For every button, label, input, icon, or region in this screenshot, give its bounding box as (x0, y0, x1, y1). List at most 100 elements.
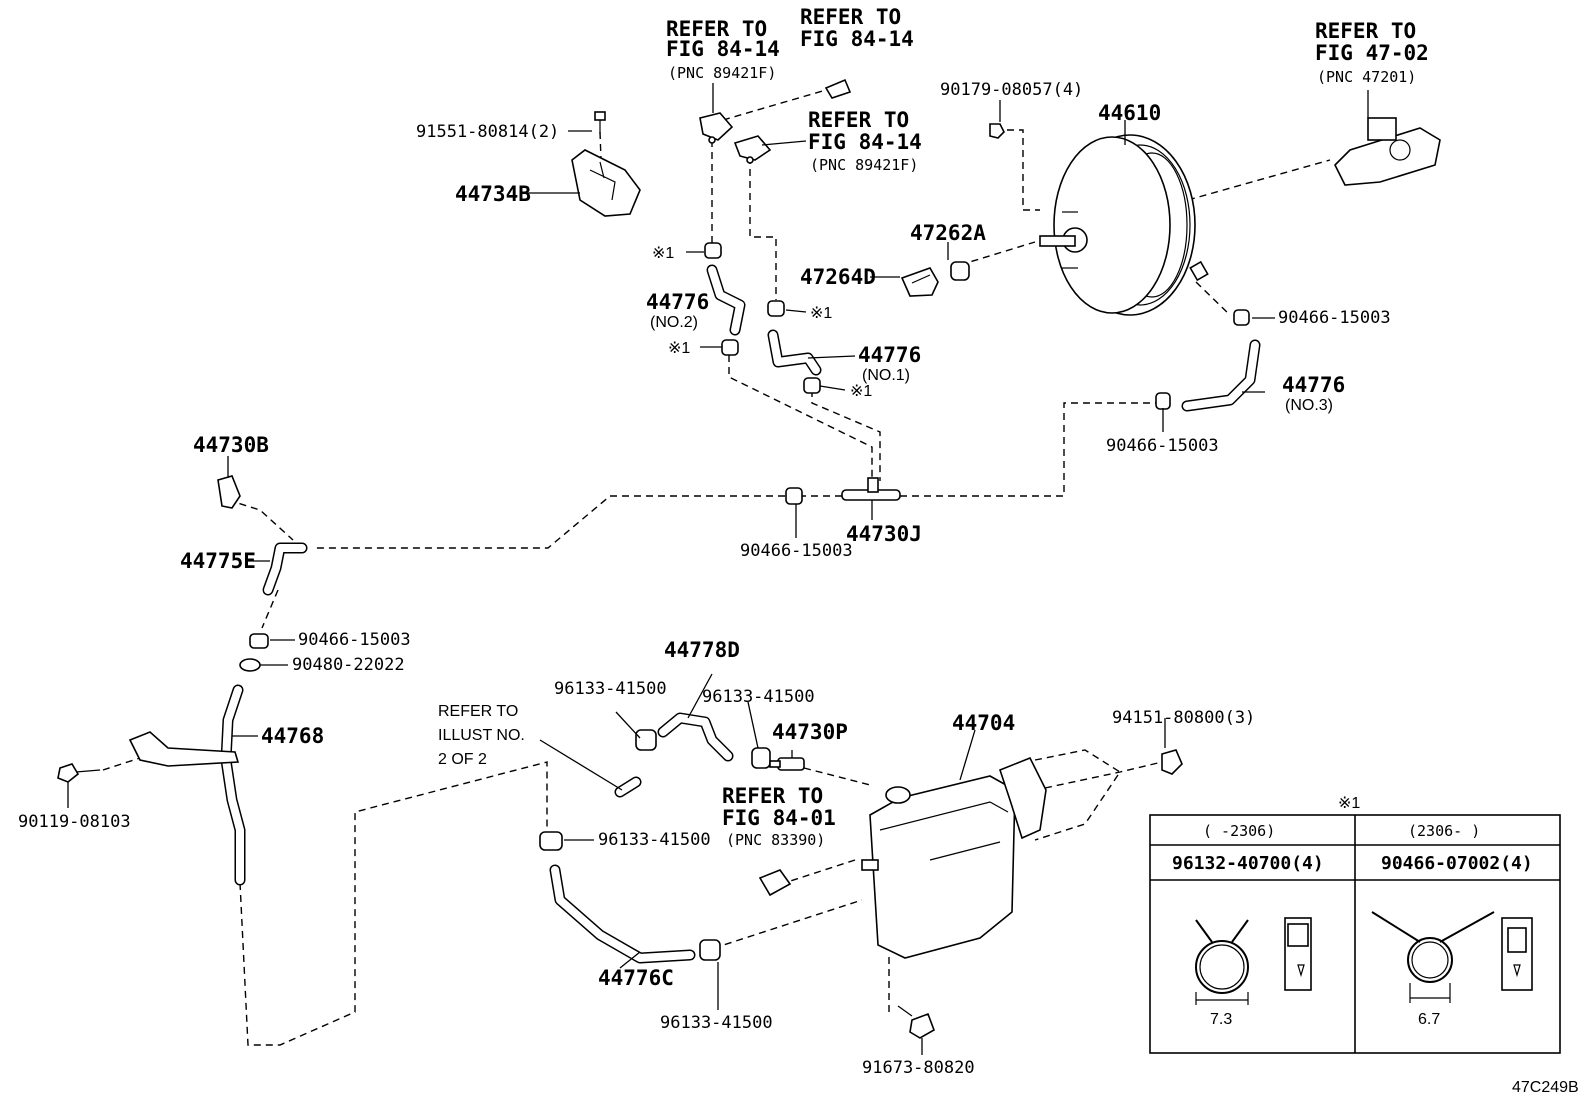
refer-fig-84-14-c-line2: FIG 84-14 (808, 130, 922, 154)
connector-44730P (769, 757, 805, 771)
label-90466-mid: 90466-15003 (1106, 436, 1219, 456)
label-mark1-d: ※1 (850, 383, 872, 400)
label-90466-right: 90466-15003 (1278, 308, 1391, 328)
label-no3: (NO.3) (1285, 397, 1333, 414)
dashed-routing-lines (102, 89, 1331, 1046)
hose-44775E (262, 542, 308, 596)
gasket-90480 (239, 658, 261, 672)
clamp-90466-07002-drawing (1371, 911, 1533, 1003)
label-96133-b: 96133-41500 (702, 687, 815, 707)
label-44776-no1: 44776 (858, 343, 921, 367)
spacer-47262A (950, 261, 970, 281)
clamp-96133-c (539, 831, 563, 851)
clamp-variant-inset: ※1 ( -2306) (2306- ) 96132-40700(4) 9046… (1149, 795, 1561, 1054)
label-90466-left: 90466-15003 (298, 630, 411, 650)
inset-title: ※1 (1338, 795, 1360, 812)
refer-illust-fitting (614, 776, 642, 798)
vacuum-tank-44704 (861, 756, 1047, 959)
label-44776-no2: 44776 (646, 290, 709, 314)
label-44778D: 44778D (664, 638, 740, 662)
clamp-96133-a (635, 729, 657, 751)
pipe-44768 (128, 684, 246, 886)
vacuum-sensor-upper (699, 112, 734, 144)
refer-illust-line1: REFER TO (438, 703, 518, 720)
nut-94151 (1161, 749, 1183, 775)
label-mark1-a: ※1 (652, 245, 674, 262)
label-90119: 90119-08103 (18, 812, 131, 832)
hose-44778D (657, 712, 734, 762)
inset-col1-range: ( -2306) (1203, 822, 1275, 840)
brake-booster-44610 (1039, 134, 1209, 316)
label-94151: 94151-80800(3) (1112, 708, 1255, 728)
clip-44730B (217, 475, 241, 509)
clamp-90466-right (1233, 309, 1250, 326)
label-90179: 90179-08057(4) (940, 80, 1083, 100)
nut-90179 (989, 123, 1005, 139)
inset-col1-dim: 7.3 (1210, 1011, 1232, 1028)
clip-mark1-c (721, 339, 739, 356)
label-44610: 44610 (1098, 101, 1161, 125)
clamp-90466-center (785, 487, 803, 505)
inset-col2-part: 90466-07002(4) (1381, 853, 1533, 874)
clamp-96132-drawing (1195, 917, 1312, 1005)
label-44734B: 44734B (455, 182, 531, 206)
refer-fig-84-14-a-line2: FIG 84-14 (666, 37, 780, 61)
inset-col2-dim: 6.7 (1418, 1011, 1440, 1028)
refer-fig-84-14-a-line1: REFER TO (666, 17, 767, 41)
label-91673: 91673-80820 (862, 1058, 975, 1078)
master-cylinder (1334, 117, 1441, 186)
refer-illust-line2: ILLUST NO. (438, 727, 525, 744)
label-96133-c: 96133-41500 (598, 830, 711, 850)
bolt-upper-right (824, 78, 852, 99)
hose-44776-no3 (1181, 339, 1261, 412)
pressure-switch (758, 869, 792, 897)
label-91551: 91551-80814(2) (416, 122, 559, 142)
refer-fig-84-14-b-line2: FIG 84-14 (800, 27, 914, 51)
refer-fig-84-14-c-line3: (PNC 89421F) (810, 156, 918, 174)
label-mark1-b: ※1 (810, 305, 832, 322)
refer-fig-84-01-line1: REFER TO (722, 784, 823, 808)
refer-fig-84-14-a-line3: (PNC 89421F) (668, 64, 776, 82)
refer-fig-84-01-line2: FIG 84-01 (722, 806, 836, 830)
inset-col1-part: 96132-40700(4) (1172, 853, 1324, 874)
label-96133-a: 96133-41500 (554, 679, 667, 699)
label-no2: (NO.2) (650, 314, 698, 331)
label-44730J: 44730J (846, 522, 922, 546)
label-44776-no3: 44776 (1282, 373, 1345, 397)
bolt-90119 (57, 763, 101, 783)
bracket-44734B (571, 149, 641, 217)
label-44730P: 44730P (772, 720, 848, 744)
label-44768: 44768 (261, 724, 324, 748)
part-labels: REFER TO FIG 84-14 (PNC 89421F) REFER TO… (18, 5, 1579, 1096)
label-no1: (NO.1) (862, 367, 910, 384)
refer-fig-84-01-line3: (PNC 83390) (726, 831, 825, 849)
refer-fig-47-02-line3: (PNC 47201) (1317, 68, 1416, 86)
clamp-90466-mid (1155, 392, 1171, 410)
vacuum-sensor-lower (733, 135, 772, 164)
label-96133-d: 96133-41500 (660, 1013, 773, 1033)
leader-lines (67, 83, 1369, 1055)
label-44775E: 44775E (180, 549, 256, 573)
label-90480: 90480-22022 (292, 655, 405, 675)
clip-mark1-a (704, 242, 722, 259)
tee-union-44730J (841, 477, 901, 501)
label-44704: 44704 (952, 711, 1015, 735)
clamp-90466-left (249, 633, 269, 649)
refer-fig-47-02-line2: FIG 47-02 (1315, 41, 1429, 65)
refer-fig-84-14-b-line1: REFER TO (800, 5, 901, 29)
label-44730B: 44730B (193, 433, 269, 457)
bolt-91551 (594, 111, 606, 134)
label-mark1-c: ※1 (668, 340, 690, 357)
clamp-96133-b (751, 747, 771, 769)
hose-44776-no2 (706, 264, 746, 336)
label-47262A: 47262A (910, 221, 986, 245)
clamp-96133-d (699, 939, 721, 961)
clevis-47264D (900, 267, 939, 297)
label-47264D: 47264D (800, 265, 876, 289)
bolt-91673 (897, 1005, 935, 1039)
label-44776C: 44776C (598, 966, 674, 990)
clip-mark1-d (803, 377, 821, 394)
diagram-code: 47C249B (1512, 1079, 1579, 1096)
hose-44776C (549, 864, 696, 964)
